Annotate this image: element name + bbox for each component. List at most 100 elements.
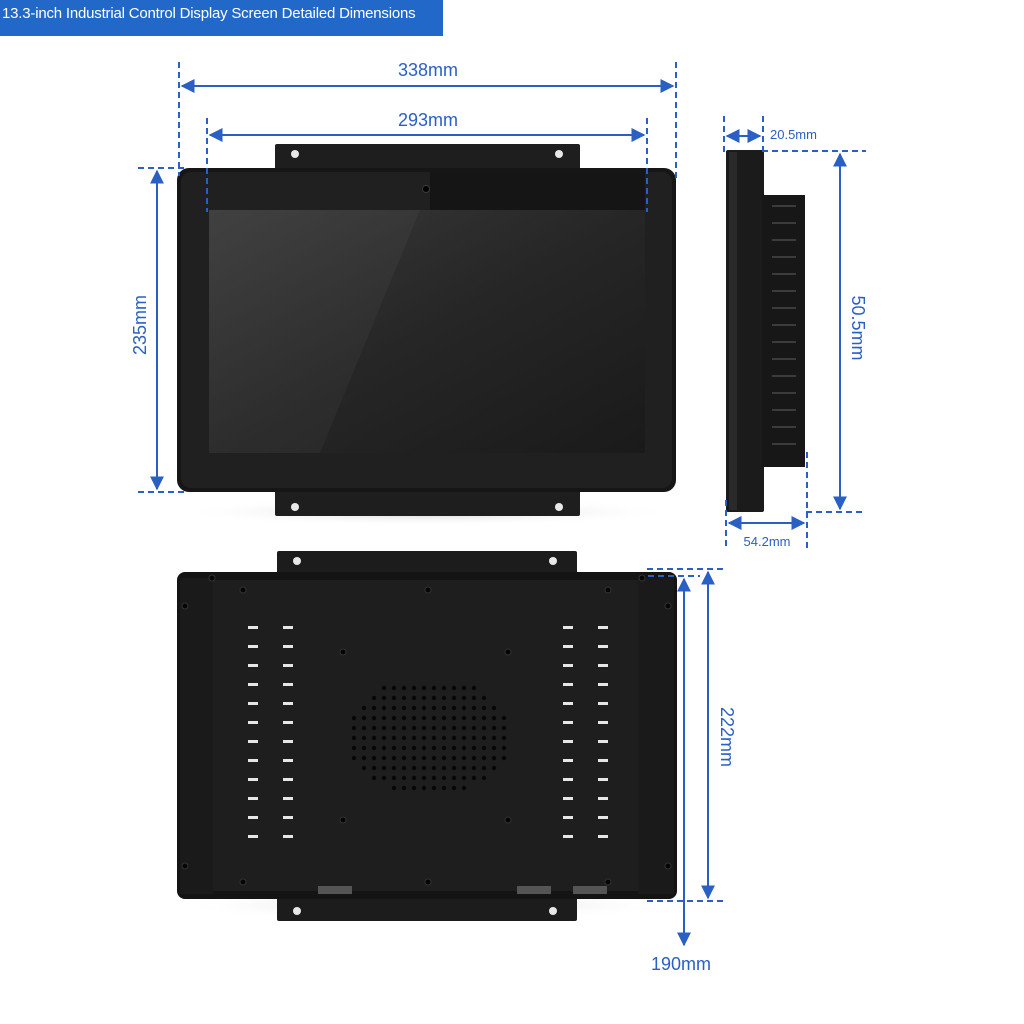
speaker-hole [471, 755, 477, 761]
speaker-hole [481, 735, 487, 741]
speaker-hole [441, 685, 447, 691]
speaker-hole [451, 695, 457, 701]
speaker-hole [371, 705, 377, 711]
speaker-hole [361, 735, 367, 741]
overall-height-label: 235mm [130, 295, 150, 355]
speaker-hole [421, 735, 427, 741]
speaker-hole [411, 715, 417, 721]
speaker-hole [441, 735, 447, 741]
speaker-hole [491, 755, 497, 761]
back-vent-slot [283, 721, 293, 724]
top-bracket [275, 144, 580, 174]
speaker-hole [401, 685, 407, 691]
speaker-hole [491, 765, 497, 771]
speaker-hole [401, 695, 407, 701]
speaker-hole [451, 785, 457, 791]
speaker-hole [381, 715, 387, 721]
speaker-hole [501, 745, 507, 751]
speaker-hole [391, 735, 397, 741]
speaker-hole [421, 765, 427, 771]
speaker-hole [411, 685, 417, 691]
overall-width-label: 338mm [398, 60, 458, 80]
speaker-hole [441, 715, 447, 721]
speaker-hole [411, 755, 417, 761]
back-depth-label: 190mm [651, 954, 711, 974]
side-vent-slot [772, 256, 796, 258]
back-vent-slot [283, 683, 293, 686]
screw [239, 878, 247, 886]
speaker-hole [481, 725, 487, 731]
screen-width-label: 293mm [398, 110, 458, 130]
speaker-hole [401, 785, 407, 791]
speaker-hole [441, 765, 447, 771]
screw [208, 574, 216, 582]
speaker-hole [461, 765, 467, 771]
speaker-hole [441, 755, 447, 761]
speaker-hole [401, 765, 407, 771]
speaker-hole [421, 745, 427, 751]
speaker-hole [381, 685, 387, 691]
mount-hole [291, 150, 299, 158]
speaker-hole [421, 685, 427, 691]
speaker-hole [411, 735, 417, 741]
speaker-hole [471, 735, 477, 741]
speaker-hole [491, 725, 497, 731]
back-vent-slot [598, 702, 608, 705]
back-vent-slot [563, 835, 573, 838]
speaker-hole [391, 725, 397, 731]
mount-hole [549, 557, 557, 565]
back-vent-slot [563, 797, 573, 800]
speaker-hole [471, 695, 477, 701]
back-vent-slot [283, 645, 293, 648]
screw [664, 602, 672, 610]
side-vent-slot [772, 341, 796, 343]
speaker-hole [381, 745, 387, 751]
speaker-hole [411, 775, 417, 781]
back-vent-slot [598, 797, 608, 800]
speaker-hole [371, 745, 377, 751]
speaker-hole [381, 755, 387, 761]
back-vent-slot [283, 835, 293, 838]
back-vent-slot [248, 778, 258, 781]
back-vent-slot [248, 759, 258, 762]
speaker-hole [411, 695, 417, 701]
speaker-hole [451, 735, 457, 741]
side-vent-slot [772, 392, 796, 394]
back-vent-slot [283, 816, 293, 819]
side-vent-slot [772, 239, 796, 241]
speaker-hole [431, 785, 437, 791]
front-view [176, 144, 676, 526]
back-vent-slot [598, 778, 608, 781]
speaker-hole [481, 765, 487, 771]
back-vent-slot [598, 740, 608, 743]
display-area [209, 210, 645, 453]
speaker-hole [361, 745, 367, 751]
speaker-hole [441, 775, 447, 781]
back-vent-slot [563, 759, 573, 762]
speaker-hole [351, 755, 357, 761]
back-vent-slot [248, 645, 258, 648]
speaker-hole [421, 775, 427, 781]
side-vent-slot [772, 273, 796, 275]
speaker-hole [411, 785, 417, 791]
speaker-hole [431, 775, 437, 781]
speaker-hole [441, 745, 447, 751]
back-vent-slot [248, 683, 258, 686]
back-vent-slot [563, 721, 573, 724]
speaker-hole [451, 755, 457, 761]
back-vent-slot [598, 626, 608, 629]
speaker-hole [461, 775, 467, 781]
screw [664, 862, 672, 870]
speaker-hole [401, 775, 407, 781]
speaker-hole [401, 705, 407, 711]
speaker-hole [431, 735, 437, 741]
back-bottom-bracket [277, 893, 577, 921]
speaker-hole [361, 755, 367, 761]
side-vent-slot [772, 205, 796, 207]
speaker-hole [391, 715, 397, 721]
speaker-hole [481, 715, 487, 721]
speaker-hole [451, 775, 457, 781]
side-vent-slot [772, 290, 796, 292]
speaker-hole [431, 695, 437, 701]
speaker-hole [491, 715, 497, 721]
